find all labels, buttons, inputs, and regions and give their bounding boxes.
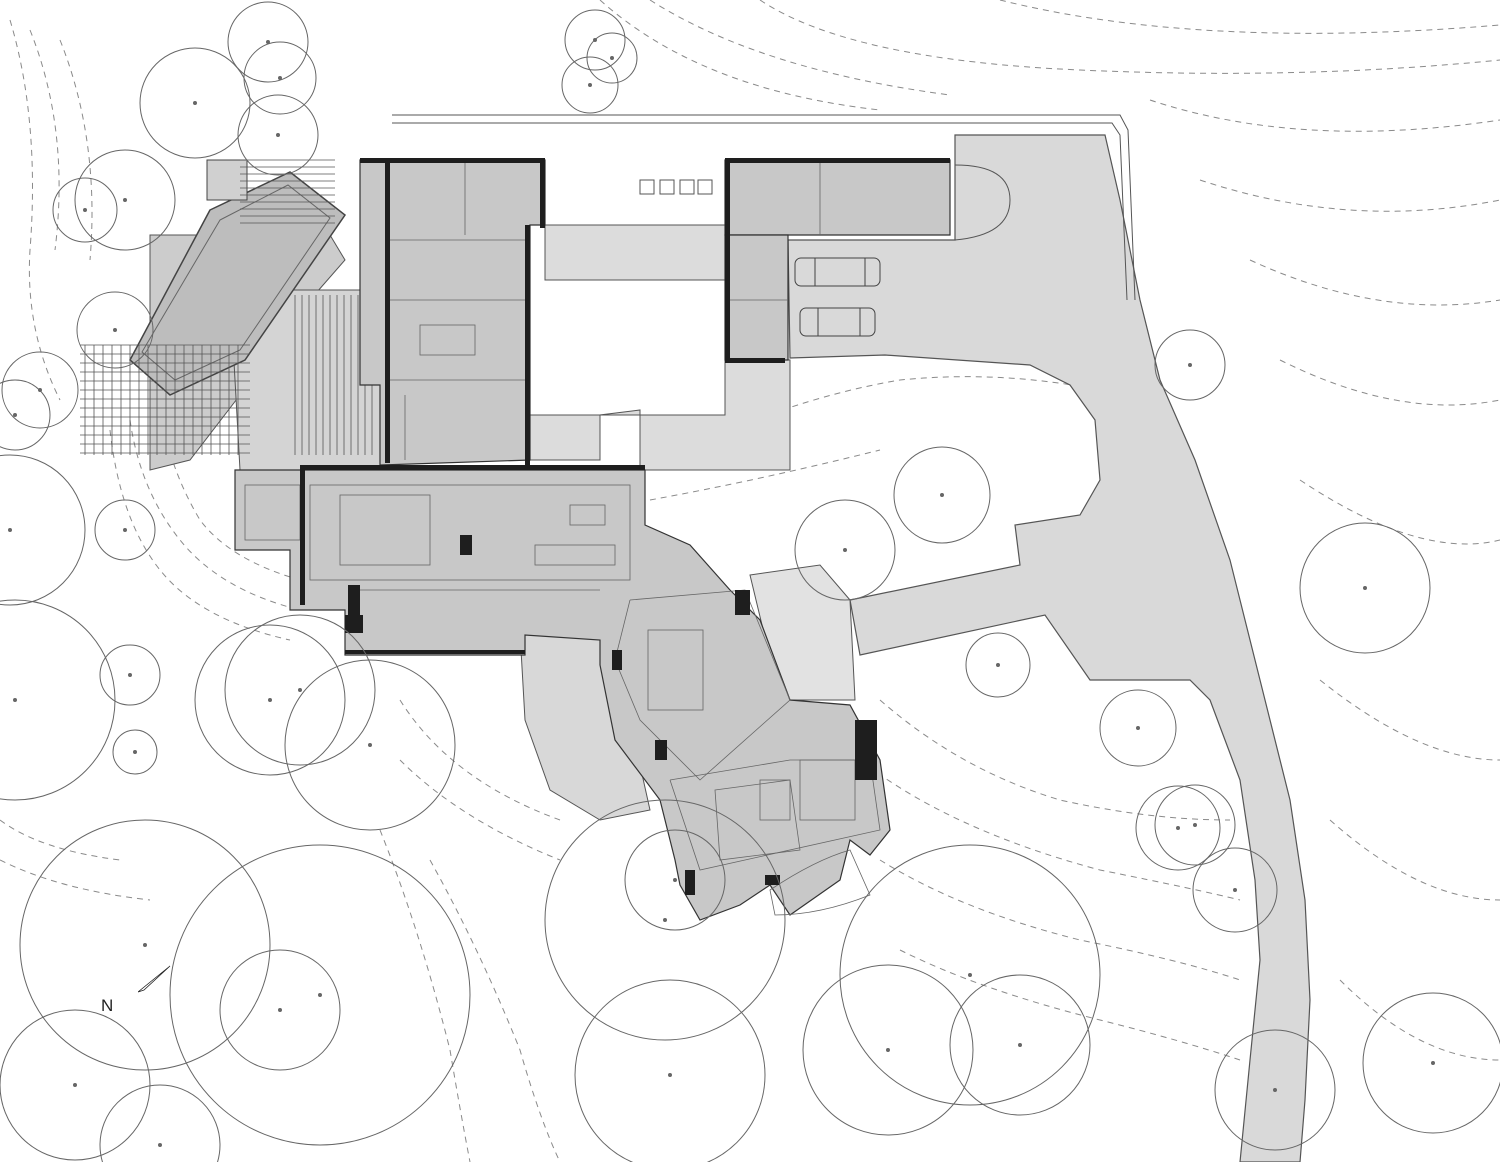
parked-cars [794, 257, 881, 337]
north-label: N [101, 996, 114, 1015]
equipment-pads [639, 179, 713, 195]
terraces [149, 224, 856, 821]
house-floor [234, 159, 951, 921]
house-walls [300, 158, 950, 895]
pergola-trellis [80, 159, 373, 455]
driveway [787, 134, 1311, 1162]
north-arrow-icon [138, 965, 171, 993]
motor-court-curb [392, 114, 1136, 301]
